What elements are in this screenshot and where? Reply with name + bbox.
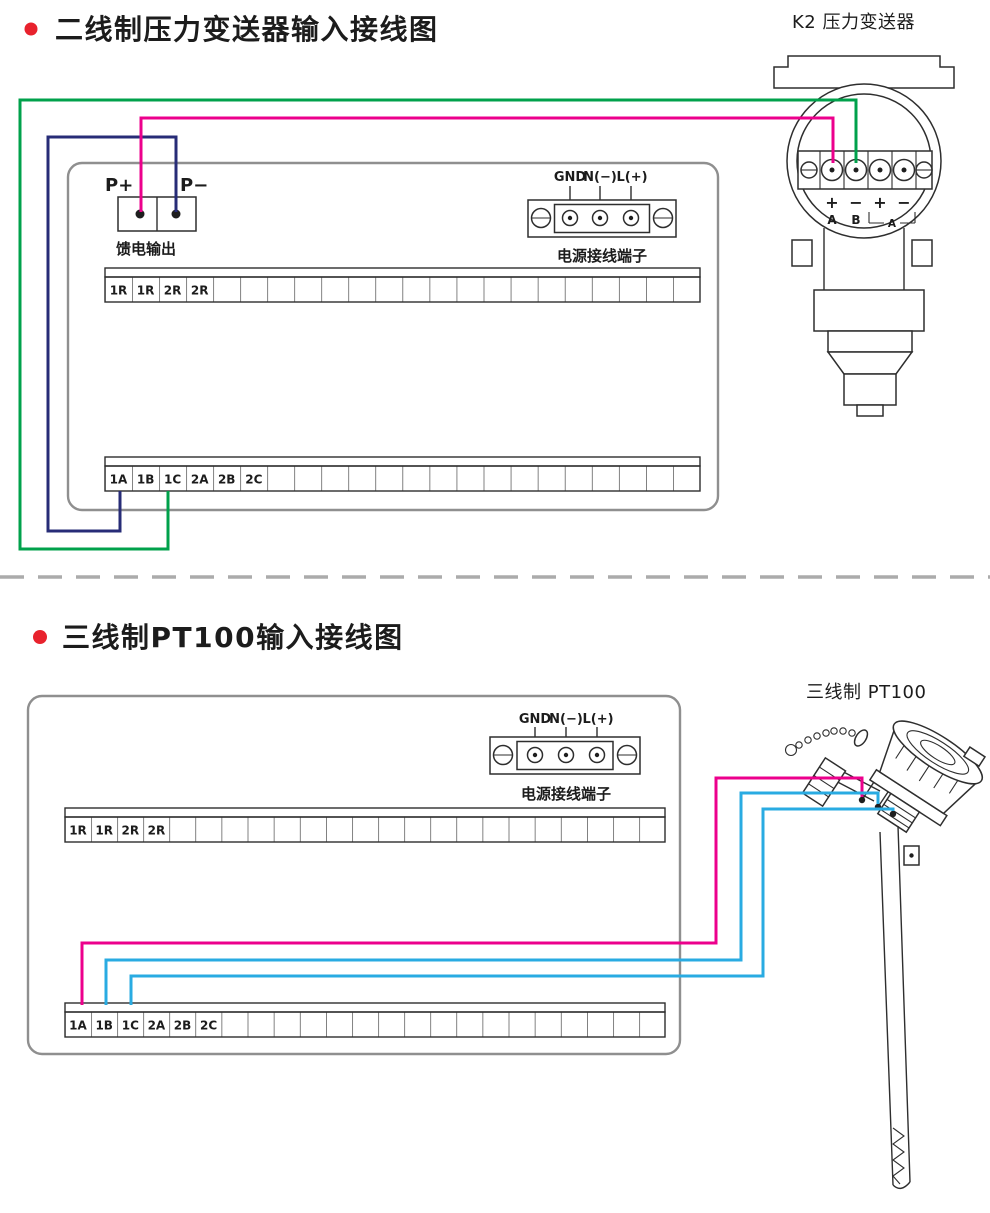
strip-cell: 2C [245,473,262,487]
section-2: 三线制PT100输入接线图 三线制 PT100 GND N(−) L(+) 电源… [26,621,987,1190]
section-2-title: 三线制PT100输入接线图 [62,621,404,654]
terminal-sign: − [849,193,862,212]
wire-magenta [139,116,835,212]
wire-green [18,98,858,551]
gnd-label: GND [554,170,587,185]
strip-cell: 2B [174,1019,192,1033]
strip-cell: 1B [95,1019,113,1033]
l-label: L(+) [616,170,647,185]
strip-cell: 2A [148,1019,166,1033]
power-terminal-caption: 电源接线端子 [557,247,647,265]
recorder-panel-2 [26,694,682,1056]
strip-cell: 1C [164,473,181,487]
strip-cell: 2R [191,284,209,298]
bullet-icon [33,630,47,644]
feed-output-label: 馈电输出 [115,240,176,258]
pressure-transmitter-drawing: + − + − A B A [773,55,955,417]
terminal-strip-1-relay: 1R 1R 2R 2R [104,267,701,303]
terminal-strip-2-input: 1A 1B 1C 2A 2B 2C [64,1002,666,1038]
l-label: L(+) [582,712,613,727]
transmitter-device-label: K2 压力变送器 [792,12,915,33]
power-terminal-caption: 电源接线端子 [521,785,611,803]
strip-cell: 2C [200,1019,217,1033]
strip-cell: 2R [148,824,166,838]
strip-cell: 1B [137,473,155,487]
strip-cell: 1A [69,1019,87,1033]
section-1: 二线制压力变送器输入接线图 K2 压力变送器 + [18,12,955,551]
wire-cyan-b [104,791,880,1005]
recorder-panel-1 [66,161,720,512]
strip-cell: 2R [122,824,140,838]
terminal-letter: B [851,213,860,227]
bullet-icon [24,22,38,36]
gnd-label: GND [519,712,552,727]
strip-cell: 2B [218,473,236,487]
strip-cell: 2R [164,284,182,298]
strip-cell: 1R [137,284,155,298]
strip-cell: 2A [191,473,209,487]
terminal-strip-2-relay: 1R 1R 2R 2R [64,807,666,843]
wire-cyan-c [129,807,895,1005]
n-label: N(−) [549,712,583,727]
strip-cell: 1A [110,473,128,487]
terminal-bracket-label: A [888,218,897,230]
wire-blue [46,135,178,533]
power-terminal-2: GND N(−) L(+) 电源接线端子 [489,712,641,803]
feed-output-terminal: P+ P− 馈电输出 [105,175,208,258]
pt100-device-label: 三线制 PT100 [806,682,926,703]
terminal-strip-1-input: 1A 1B 1C 2A 2B 2C [104,456,701,492]
p-minus-label: P− [180,175,208,196]
strip-cell: 1R [95,824,113,838]
strip-cell: 1C [122,1019,139,1033]
terminal-sign: − [897,193,910,212]
section-1-title: 二线制压力变送器输入接线图 [55,13,439,46]
terminal-sign: + [873,193,886,212]
wire-magenta-a [80,776,864,1005]
power-terminal-1: GND N(−) L(+) 电源接线端子 [527,170,677,265]
terminal-sign: + [825,193,838,212]
n-label: N(−) [583,170,617,185]
p-plus-label: P+ [105,175,133,196]
strip-cell: 1R [110,284,128,298]
terminal-letter: A [827,213,837,227]
strip-cell: 1R [69,824,87,838]
